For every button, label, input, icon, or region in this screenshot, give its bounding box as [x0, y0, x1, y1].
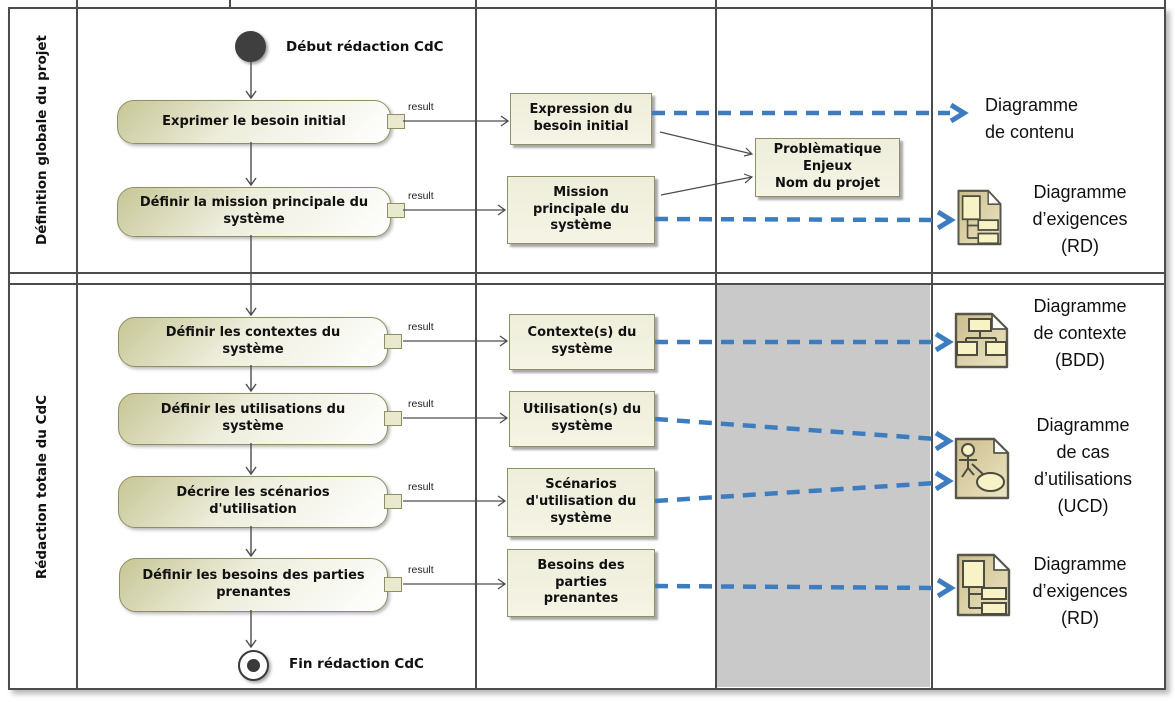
- artifact-utilisations: Utilisation(s) du système: [509, 391, 655, 447]
- requirement-diagram-icon: [956, 189, 1003, 250]
- frame-bottom-line: [8, 688, 1166, 690]
- artifact-mission-principale: Mission principale du système: [507, 176, 655, 244]
- note-problematique: Problèmatique Enjeux Nom du projet: [755, 138, 900, 197]
- action-definir-besoins-parties: Définir les besoins des parties prenante…: [119, 558, 388, 612]
- output-pin: [384, 334, 402, 349]
- final-node-label: Fin rédaction CdC: [289, 656, 424, 672]
- column-divider-2: [715, 0, 717, 690]
- artifact-contextes: Contexte(s) du système: [509, 314, 655, 370]
- artifact-scenarios: Scénarios d'utilisation du système: [507, 468, 655, 537]
- artifact-expression-besoin: Expression du besoin initial: [510, 93, 652, 145]
- diagram-ref-contenu: Diagramme de contenu: [985, 95, 1079, 142]
- output-pin: [384, 411, 402, 426]
- action-definir-mission-principale: Définir la mission principale du système: [117, 187, 391, 237]
- pin-result-label: result: [408, 564, 434, 576]
- top-stub-line: [229, 0, 231, 7]
- final-node-core: [247, 659, 260, 672]
- context-diagram-icon: [953, 312, 1010, 373]
- diagram-ref-contexte: Diagramme de contexte (BDD): [1033, 296, 1127, 370]
- diagram-ref-cas-utilisations: Diagramme de cas d’utilisations (UCD): [1033, 415, 1133, 516]
- action-exprimer-besoin-initial: Exprimer le besoin initial: [117, 100, 391, 144]
- initial-node: [235, 31, 266, 62]
- frame-top-line: [8, 7, 1166, 9]
- use-case-diagram-icon: [953, 437, 1011, 504]
- output-pin: [387, 114, 405, 129]
- final-node: [238, 650, 269, 681]
- lane-label-definition-globale: Définition globale du projet: [34, 35, 50, 245]
- frame-left-line: [8, 7, 10, 690]
- artifact-besoins-parties: Besoins des parties prenantes: [507, 549, 655, 617]
- initial-node-label: Début rédaction CdC: [286, 39, 444, 55]
- empty-gray-cell: [717, 285, 930, 687]
- column-divider-3: [931, 0, 933, 690]
- output-pin: [384, 494, 402, 509]
- diagram-ref-exigences-2: Diagramme d’exigences (RD): [1032, 554, 1128, 628]
- pin-result-label: result: [408, 398, 434, 410]
- diagram-ref-exigences-1: Diagramme d’exigences (RD): [1032, 182, 1128, 256]
- pin-result-label: result: [408, 481, 434, 493]
- action-definir-contextes: Définir les contextes du système: [118, 317, 388, 367]
- requirement-diagram-icon: [955, 553, 1012, 621]
- output-pin: [384, 577, 402, 592]
- output-pin: [387, 203, 405, 218]
- pin-result-label: result: [408, 101, 434, 113]
- lane-label-redaction-totale: Rédaction totale du CdC: [34, 394, 50, 580]
- row-divider-lower: [8, 283, 1166, 285]
- lane-header-divider: [76, 0, 78, 690]
- row-divider-upper: [8, 272, 1166, 274]
- action-definir-utilisations: Définir les utilisations du système: [118, 393, 388, 445]
- pin-result-label: result: [408, 321, 434, 333]
- column-divider-1: [475, 0, 477, 690]
- pin-result-label: result: [408, 190, 434, 202]
- frame-right-line: [1164, 0, 1166, 690]
- action-decrire-scenarios: Décrire les scénarios d'utilisation: [118, 476, 388, 528]
